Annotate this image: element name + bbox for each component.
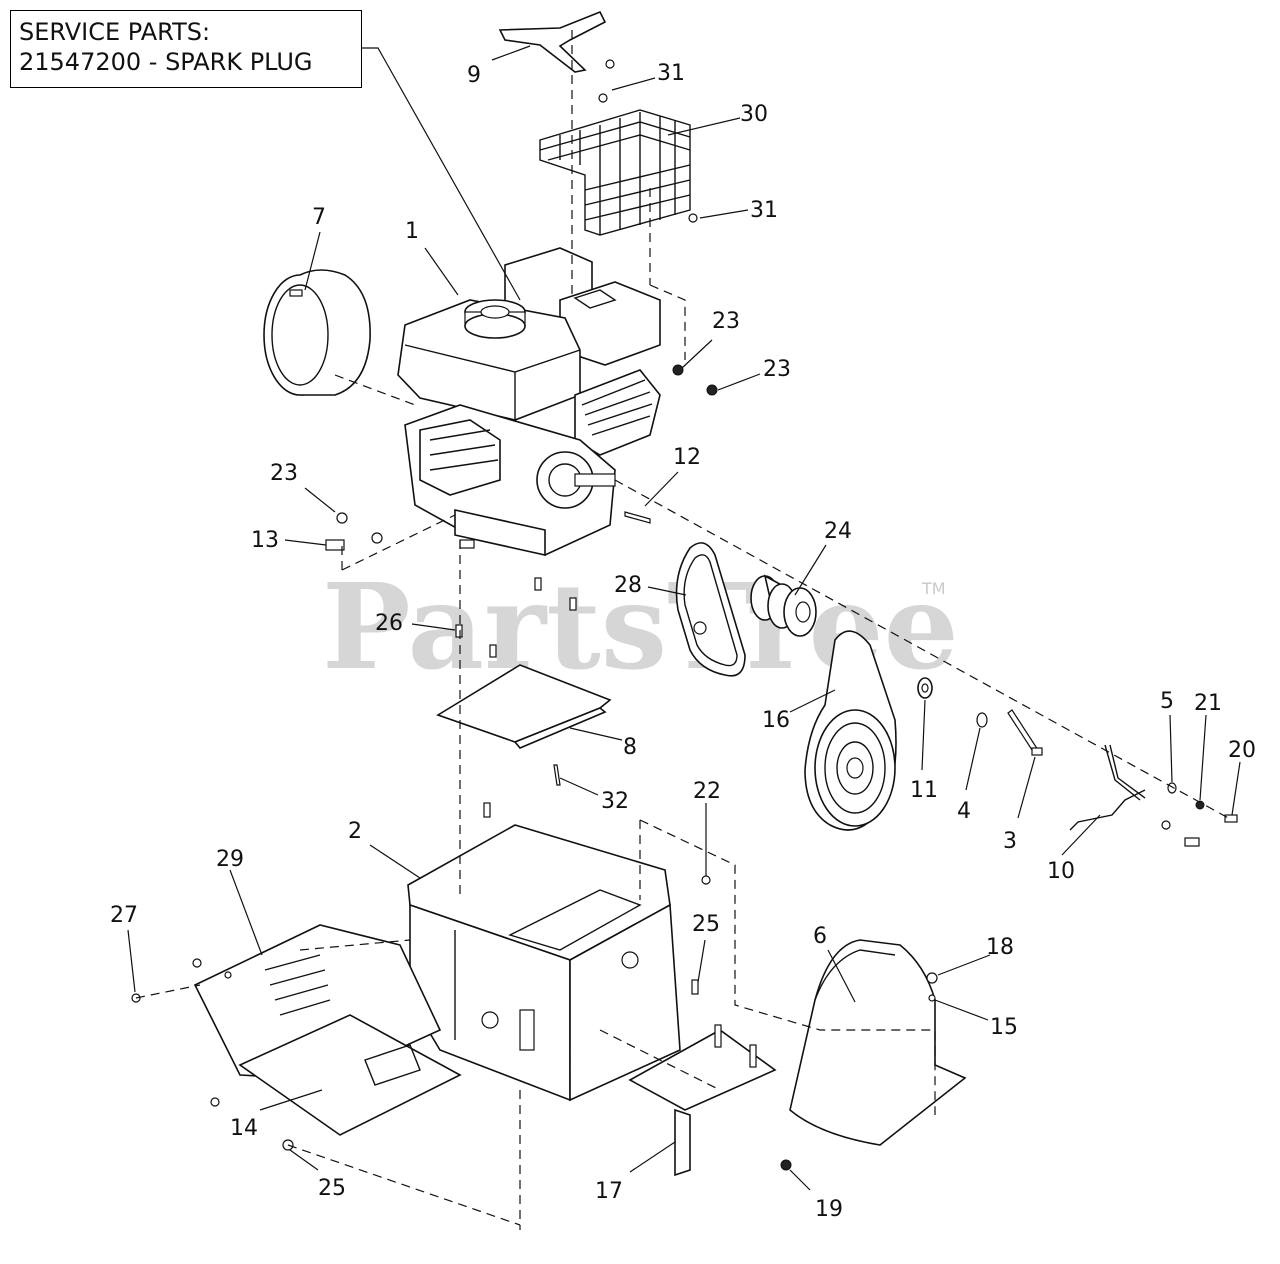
part-17-bracket[interactable] xyxy=(628,1024,777,1177)
part-12-shaft-key[interactable] xyxy=(624,511,651,524)
part-28-belt[interactable] xyxy=(675,542,746,677)
part-26-studs[interactable] xyxy=(455,577,577,658)
part-21-nut[interactable] xyxy=(1195,800,1205,810)
part-7-ring-guard[interactable] xyxy=(263,269,371,396)
callout-13[interactable]: 13 xyxy=(251,528,279,553)
callout-20[interactable]: 20 xyxy=(1228,738,1256,763)
part-20-bolt[interactable] xyxy=(1224,814,1238,823)
callout-27[interactable]: 27 xyxy=(110,903,138,928)
part-4-washer[interactable] xyxy=(976,712,988,728)
callout-2[interactable]: 2 xyxy=(348,819,362,844)
hardware-15[interactable] xyxy=(928,994,936,1002)
callout-32[interactable]: 32 xyxy=(601,789,629,814)
hardware-25-upper[interactable] xyxy=(691,979,699,995)
hardware-31-upper[interactable] xyxy=(598,93,608,103)
hardware-9-nut[interactable] xyxy=(605,59,615,69)
callout-14[interactable]: 14 xyxy=(230,1116,258,1141)
callout-29[interactable]: 29 xyxy=(216,847,244,872)
callout-19[interactable]: 19 xyxy=(815,1197,843,1222)
callout-21[interactable]: 21 xyxy=(1194,691,1222,716)
callout-23-c[interactable]: 23 xyxy=(270,461,298,486)
callout-16[interactable]: 16 xyxy=(762,708,790,733)
callout-26[interactable]: 26 xyxy=(375,611,403,636)
callout-labels: 1 2 3 4 5 6 7 8 9 10 11 12 13 14 15 16 1… xyxy=(110,61,1256,1222)
callout-23-b[interactable]: 23 xyxy=(763,357,791,382)
assembly-lines xyxy=(135,30,1233,1230)
hardware-31-lower[interactable] xyxy=(688,213,698,223)
hardware-22[interactable] xyxy=(701,875,711,885)
callout-10[interactable]: 10 xyxy=(1047,859,1075,884)
callout-8[interactable]: 8 xyxy=(623,735,637,760)
spark-plug-part-number[interactable]: 21547200 - SPARK PLUG xyxy=(19,48,313,76)
part-30-wire-guard[interactable] xyxy=(539,109,691,236)
callout-4[interactable]: 4 xyxy=(957,799,971,824)
leader-lines xyxy=(127,45,1241,1191)
callout-25-b[interactable]: 25 xyxy=(318,1176,346,1201)
callout-15[interactable]: 15 xyxy=(990,1015,1018,1040)
callout-24[interactable]: 24 xyxy=(824,519,852,544)
hardware-nut[interactable] xyxy=(1161,820,1171,830)
callout-30[interactable]: 30 xyxy=(740,102,768,127)
part-2-main-frame[interactable] xyxy=(407,824,681,1102)
hardware-nut-13[interactable] xyxy=(371,532,383,544)
part-8-mount-plate[interactable] xyxy=(436,664,612,749)
part-32-screw[interactable] xyxy=(553,764,561,786)
part-16-drive-pulley[interactable] xyxy=(804,630,897,831)
hardware-18[interactable] xyxy=(926,972,938,984)
hardware-nut-29[interactable] xyxy=(192,958,202,968)
callout-28[interactable]: 28 xyxy=(614,573,642,598)
callout-9[interactable]: 9 xyxy=(467,63,481,88)
callout-31-b[interactable]: 31 xyxy=(750,198,778,223)
callout-25-a[interactable]: 25 xyxy=(692,912,720,937)
callout-12[interactable]: 12 xyxy=(673,445,701,470)
hardware-23-a[interactable] xyxy=(672,364,684,376)
part-1-engine[interactable] xyxy=(397,247,661,556)
hardware-bolt-frame[interactable] xyxy=(483,802,491,818)
hardware-19[interactable] xyxy=(780,1159,792,1171)
service-parts-heading: SERVICE PARTS: xyxy=(19,18,211,46)
callout-3[interactable]: 3 xyxy=(1003,829,1017,854)
part-11-bushing[interactable] xyxy=(917,677,933,699)
part-9-bracket[interactable] xyxy=(498,10,607,73)
callout-17[interactable]: 17 xyxy=(595,1179,623,1204)
callout-6[interactable]: 6 xyxy=(813,924,827,949)
part-14-skid-plate[interactable] xyxy=(238,1014,462,1136)
hardware-23-c[interactable] xyxy=(336,512,348,524)
callout-5[interactable]: 5 xyxy=(1160,689,1174,714)
callout-23-a[interactable]: 23 xyxy=(712,309,740,334)
hardware-bolt[interactable] xyxy=(1184,837,1200,847)
callout-18[interactable]: 18 xyxy=(986,935,1014,960)
hardware-13-clip[interactable] xyxy=(325,539,345,551)
hardware-23-b[interactable] xyxy=(706,384,718,396)
part-6-belt-cover[interactable] xyxy=(789,939,967,1146)
callout-31-a[interactable]: 31 xyxy=(657,61,685,86)
part-10-rod[interactable] xyxy=(1069,744,1146,831)
hardware-nut-29b[interactable] xyxy=(224,971,232,979)
part-3-bolt[interactable] xyxy=(1007,709,1043,756)
callout-11[interactable]: 11 xyxy=(910,778,938,803)
hardware-bolt-14[interactable] xyxy=(210,1097,220,1107)
service-parts-box: SERVICE PARTS: 21547200 - SPARK PLUG xyxy=(10,10,362,88)
trademark-mark: TM xyxy=(921,579,946,598)
callout-1[interactable]: 1 xyxy=(405,219,419,244)
callout-7[interactable]: 7 xyxy=(312,205,326,230)
callout-22[interactable]: 22 xyxy=(693,779,721,804)
